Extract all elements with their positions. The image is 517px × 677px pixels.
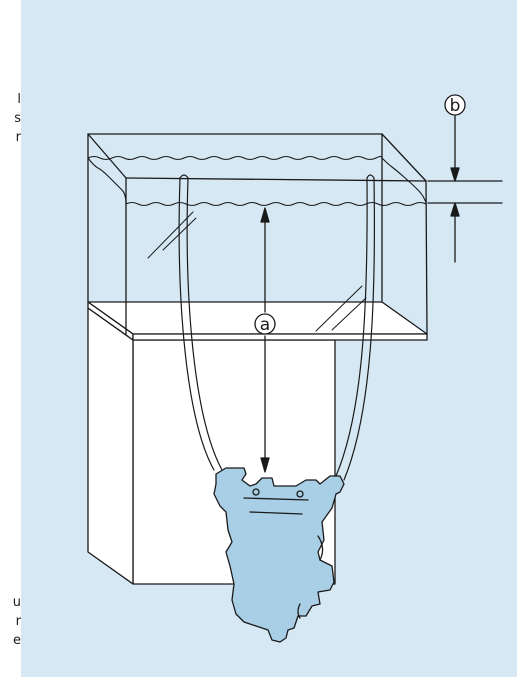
cropped-text-line: r — [15, 130, 21, 145]
cropped-text-bottom: u r e — [0, 593, 21, 650]
hoses — [178, 174, 376, 481]
aquarium-tank — [87, 133, 428, 335]
cropped-text-line: u — [12, 595, 21, 610]
pump — [213, 467, 345, 643]
cropped-text-line: r — [15, 614, 21, 629]
cropped-text-line: l — [17, 92, 21, 107]
cropped-text-line: s — [14, 111, 21, 126]
dimension-b — [427, 94, 503, 263]
cropped-text-top: l s r — [0, 90, 21, 147]
cropped-text-line: e — [13, 633, 21, 648]
callout-b-label: b — [450, 96, 461, 116]
dimension-a — [254, 207, 276, 473]
water-level — [87, 155, 427, 207]
callout-a-label: a — [260, 315, 270, 335]
